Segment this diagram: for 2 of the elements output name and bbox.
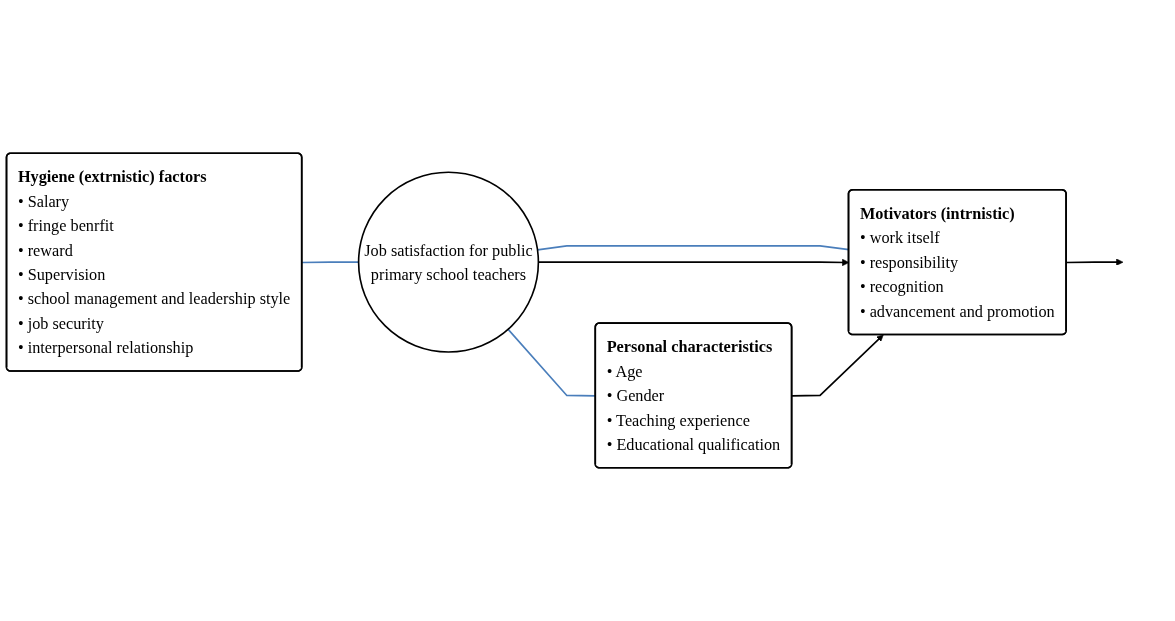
node-circle [357,171,540,353]
arrow [791,334,884,397]
